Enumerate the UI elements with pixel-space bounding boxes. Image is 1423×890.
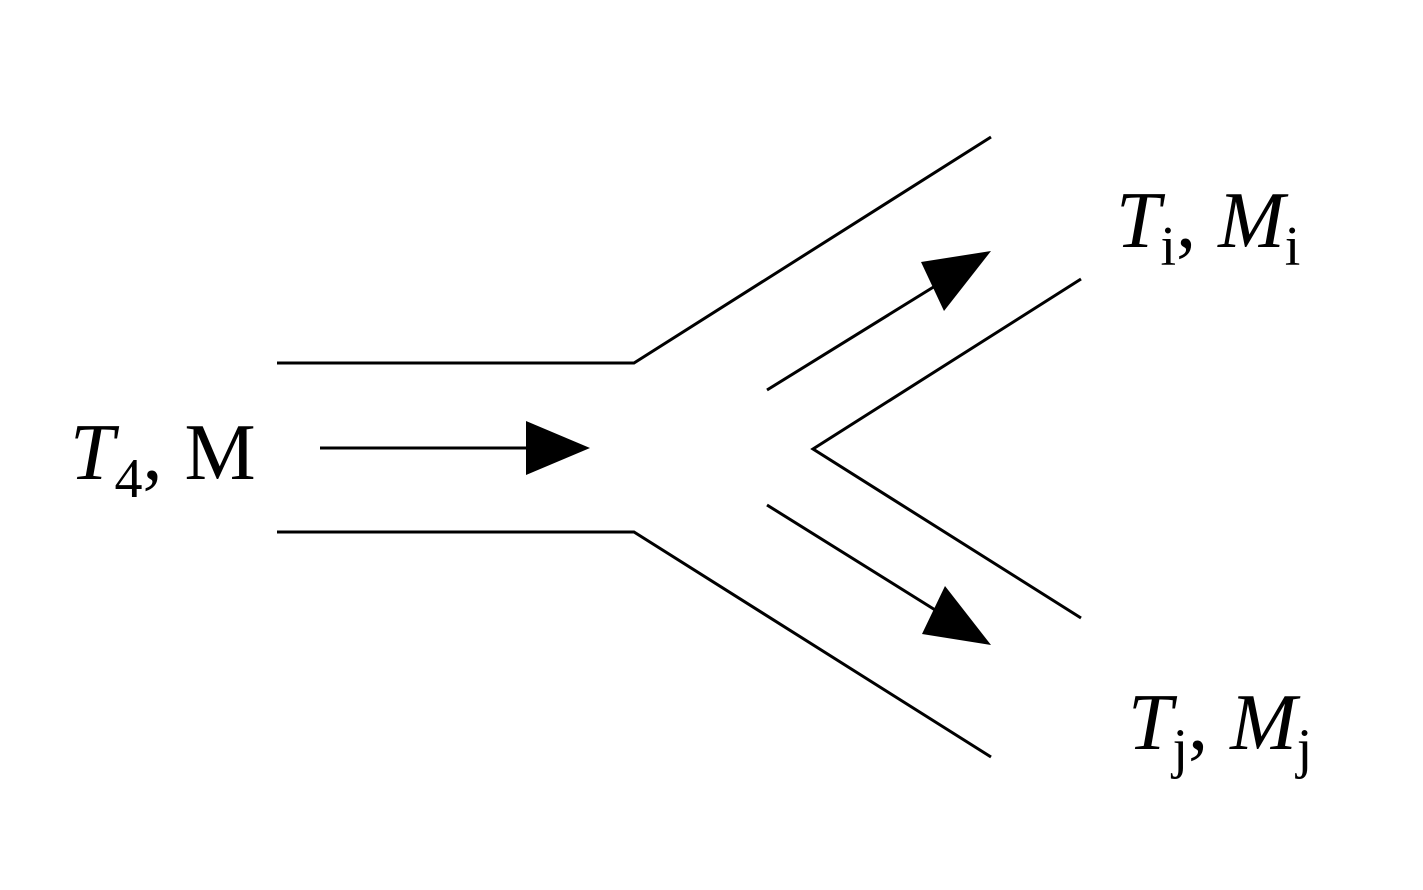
outlet-j-mass-symbol: M <box>1230 679 1297 767</box>
inlet-separator: , <box>142 409 163 497</box>
inlet-flow-arrow <box>320 421 590 475</box>
outlet-j-temperature-subscript: j <box>1172 717 1189 780</box>
pipe-lower-outer-wall <box>277 530 992 759</box>
outlet-i-label: Ti,Mi <box>1116 181 1300 275</box>
outlet-j-separator: , <box>1188 679 1209 767</box>
inlet-temperature-symbol: T <box>70 409 115 497</box>
outlet-j-label: Tj,Mj <box>1128 683 1312 777</box>
upper-branch-flow-arrow <box>766 251 991 392</box>
outlet-i-temperature-symbol: T <box>1116 177 1161 265</box>
outlet-i-mass-subscript: i <box>1284 215 1301 278</box>
pipe-inner-fork-wall <box>810 277 1082 620</box>
outlet-i-separator: , <box>1176 177 1197 265</box>
inlet-label: T4,M <box>70 413 256 507</box>
outlet-j-temperature-symbol: T <box>1128 679 1173 767</box>
lower-arrow-shaft <box>766 503 941 615</box>
upper-arrow-shaft <box>766 281 941 392</box>
lower-arrow-head <box>922 586 991 645</box>
outlet-i-mass-symbol: M <box>1218 177 1285 265</box>
upper-arrow-head <box>921 251 991 311</box>
outlet-i-temperature-subscript: i <box>1160 215 1177 278</box>
lower-branch-flow-arrow <box>766 503 991 645</box>
inlet-mass-symbol: M <box>184 409 256 497</box>
outlet-j-mass-subscript: j <box>1296 717 1313 780</box>
inlet-arrow-head <box>526 421 590 475</box>
inlet-temperature-subscript: 4 <box>114 447 143 510</box>
pipe-upper-outer-wall <box>277 135 992 365</box>
